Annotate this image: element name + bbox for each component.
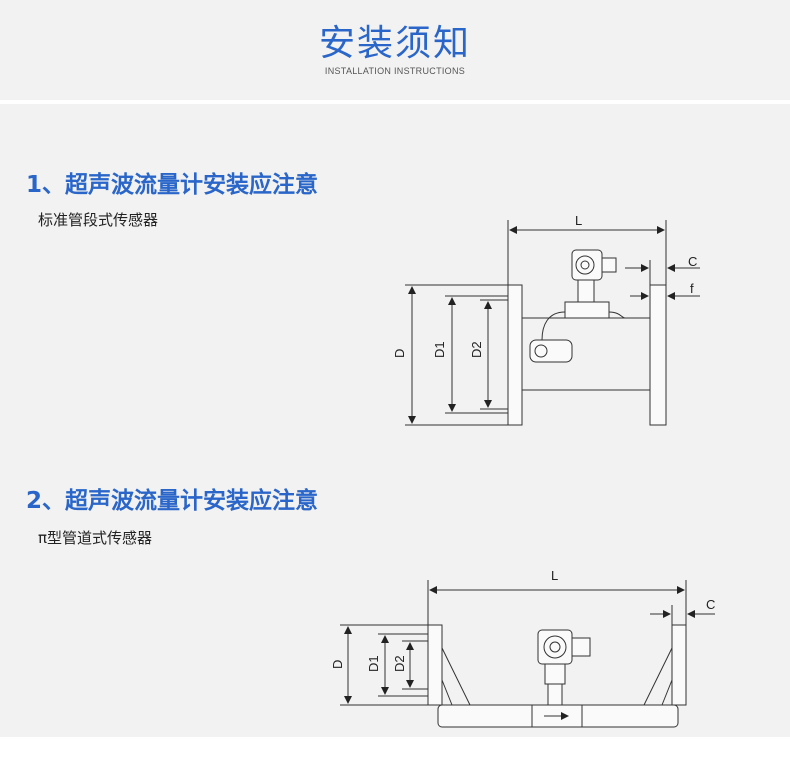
page-subtitle: INSTALLATION INSTRUCTIONS	[324, 66, 466, 76]
diagram-standard-pipe-sensor: L C f D D1 D2	[392, 213, 700, 426]
sec2-label-d: D	[330, 660, 345, 669]
sec1-label-c: C	[688, 254, 697, 269]
sec1-label-l: L	[575, 213, 582, 228]
sec2-label-c: C	[706, 597, 715, 612]
bottom-strip	[0, 737, 790, 775]
sec2-label-d1: D1	[366, 655, 381, 672]
sec1-label-d1: D1	[432, 341, 447, 358]
section-1-subtitle: 标准管段式传感器	[38, 211, 159, 229]
section-1-title: 1、超声波流量计安装应注意	[26, 172, 319, 198]
sec2-label-l: L	[551, 568, 558, 583]
section-2-subtitle: π型管道式传感器	[38, 529, 153, 547]
sec1-label-d2: D2	[469, 341, 484, 358]
sec1-label-d: D	[392, 349, 407, 358]
diagram-pi-pipe-sensor: L C D D1 D2	[330, 568, 715, 728]
section-2-title: 2、超声波流量计安装应注意	[26, 488, 319, 514]
page-title: 安装须知	[318, 23, 471, 64]
sec1-label-f: f	[690, 281, 694, 296]
sec2-label-d2: D2	[392, 655, 407, 672]
header-banner: 安装须知 INSTALLATION INSTRUCTIONS	[0, 0, 790, 104]
